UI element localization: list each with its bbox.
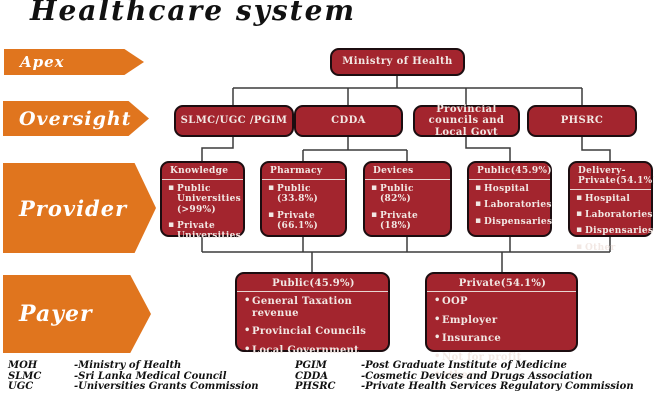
- node-cdda: CDDA: [294, 105, 403, 137]
- header-divider: [365, 178, 450, 180]
- legend-definition: -Private Health Services Regulatory Comm…: [361, 381, 634, 392]
- node-header: Knowledge: [170, 166, 229, 176]
- legend-left-column: MOH -Ministry of Health SLMC -Sri Lanka …: [8, 360, 288, 393]
- list-item: Other: [574, 242, 647, 253]
- stage-arrow-payer: Payer: [3, 275, 151, 353]
- legend-abbr: SLMC: [8, 370, 42, 382]
- node-provincial-councils: Provincial councils and Local Govt: [413, 103, 520, 138]
- stage-arrow-oversight-label: Oversight: [19, 107, 132, 130]
- legend-right-column: PGIM -Post Graduate Institute of Medicin…: [295, 360, 651, 393]
- node-payer-public: Public(45.9%) General Taxation revenue P…: [235, 272, 390, 356]
- list-item: Local Government: [241, 344, 384, 357]
- node-provider-knowledge: Knowledge Public Universities (>99%) Pri…: [160, 161, 245, 241]
- node-phsrc-label: PHSRC: [560, 115, 604, 127]
- header-divider: [570, 188, 651, 190]
- list-item: other: [431, 369, 572, 382]
- node-header: Public(45.9%): [477, 166, 552, 176]
- legend-abbr: MOH: [8, 360, 38, 371]
- node-header: Delivery-Private(54.1%): [578, 166, 654, 186]
- node-header: Pharmacy: [270, 166, 323, 176]
- node-provider-devices: Devices Public (82%) Private (18%): [363, 161, 452, 237]
- node-cdda-label: CDDA: [331, 115, 366, 127]
- node-header: Devices: [373, 166, 414, 176]
- list-item: Laboratories: [473, 199, 551, 210]
- legend-definition: -Sri Lanka Medical Council: [74, 370, 227, 382]
- stage-arrow-provider: Provider: [3, 163, 156, 253]
- header-divider: [469, 178, 550, 180]
- header-divider: [427, 291, 576, 292]
- node-slmc-ugc-pgim-label: SLMC/UGC /PGIM: [180, 115, 288, 127]
- stage-arrow-apex-label: Apex: [20, 53, 65, 71]
- stage-arrow-oversight: Oversight: [3, 101, 149, 136]
- list-item: Laboratories: [574, 209, 652, 220]
- header-divider: [162, 178, 243, 180]
- legend-row: PHSRC -Private Health Services Regulator…: [295, 381, 651, 393]
- list-item: Provincial Councils: [241, 325, 384, 338]
- list-item: OOP: [431, 295, 572, 308]
- list-item: Private Universities: [166, 220, 241, 242]
- stage-arrow-payer-label: Payer: [19, 301, 93, 327]
- node-provider-delivery-private: Delivery-Private(54.1%) Hospital Laborat…: [568, 161, 654, 253]
- list-item: Hospital: [574, 193, 647, 204]
- legend-abbr: UGC: [8, 381, 34, 392]
- node-phsrc: PHSRC: [527, 105, 637, 137]
- legend-abbr: PHSRC: [295, 381, 336, 392]
- stage-arrow-apex: Apex: [4, 49, 144, 75]
- legend-definition: -Ministry of Health: [74, 360, 182, 371]
- legend-row: SLMC -Sri Lanka Medical Council: [8, 370, 288, 383]
- node-ministry-of-health: Ministry of Health: [330, 48, 465, 76]
- node-header: Private(54.1%): [458, 278, 547, 289]
- legend-row: CDDA -Cosmetic Devices and Drugs Associa…: [295, 370, 651, 383]
- node-provider-pharmacy: Pharmacy Public (33.8%) Private (66.1%): [260, 161, 347, 237]
- node-payer-private: Private(54.1%) OOP Employer Insurance No…: [425, 272, 578, 381]
- list-item: Public (82%): [369, 183, 446, 205]
- legend-definition: -Post Graduate Institute of Medicine: [361, 360, 567, 371]
- node-provincial-councils-label: Provincial councils and Local Govt: [428, 103, 505, 138]
- legend-row: PGIM -Post Graduate Institute of Medicin…: [295, 360, 651, 372]
- legend-definition: -Universities Grants Commission: [74, 381, 259, 392]
- list-item: Not for profit: [431, 351, 572, 364]
- node-provider-public: Public(45.9%) Hospital Laboratories Disp…: [467, 161, 552, 237]
- list-item: Hospital: [473, 183, 546, 194]
- stage-arrow-provider-label: Provider: [19, 195, 128, 221]
- list-item: Private (18%): [369, 210, 446, 232]
- list-item: General Taxation revenue: [241, 295, 384, 319]
- list-item: Dispensaries: [473, 216, 552, 227]
- legend-abbr: CDDA: [295, 370, 329, 382]
- legend-row: MOH -Ministry of Health: [8, 360, 288, 372]
- list-item: Insurance: [431, 332, 572, 345]
- list-item: Private (66.1%): [266, 210, 341, 232]
- header-divider: [237, 291, 388, 292]
- legend-row: UGC -Universities Grants Commission: [8, 381, 288, 393]
- header-divider: [262, 178, 345, 180]
- legend-definition: -Cosmetic Devices and Drugs Association: [361, 370, 593, 382]
- page-title: Healthcare system: [30, 0, 357, 27]
- list-item: Employer: [431, 314, 572, 327]
- node-ministry-of-health-label: Ministry of Health: [342, 56, 453, 68]
- list-item: Public (33.8%): [266, 183, 341, 205]
- list-item: Public Universities (>99%): [166, 183, 241, 215]
- legend-abbr: PGIM: [295, 360, 327, 371]
- node-header: Public(45.9%): [272, 278, 355, 289]
- node-slmc-ugc-pgim: SLMC/UGC /PGIM: [174, 105, 294, 137]
- list-item: Dispensaries: [574, 225, 653, 236]
